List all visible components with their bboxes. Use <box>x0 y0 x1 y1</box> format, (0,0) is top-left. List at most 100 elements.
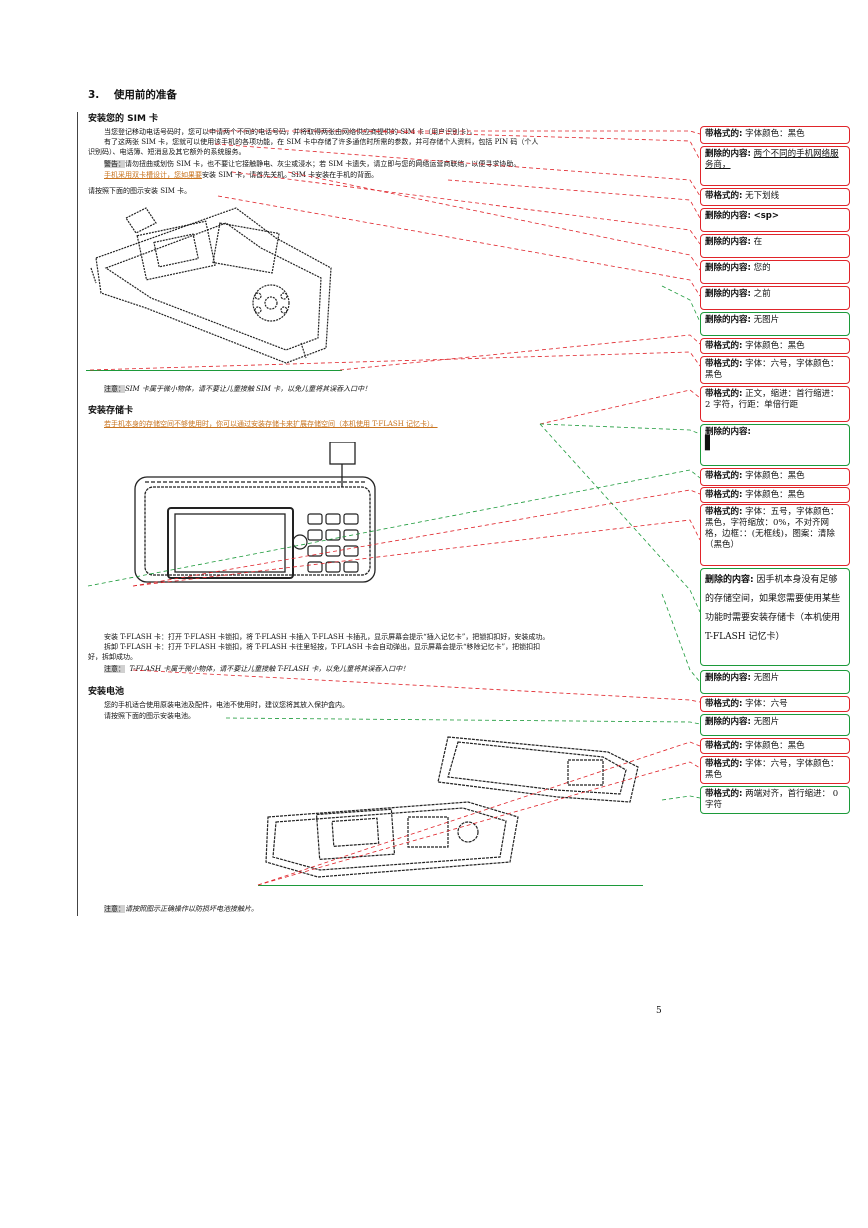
comment-text: 字体颜色：黑色 <box>745 129 805 139</box>
change-bar <box>77 112 78 916</box>
comment-text: 字体：六号 <box>745 699 788 709</box>
comment-balloon[interactable]: 删除的内容: 无图片 <box>700 670 850 694</box>
dual-slot-text: 安装 SIM 卡，请首先关机。SIM 卡安装在手机的背面。 <box>202 171 379 179</box>
comment-balloon[interactable]: 删除的内容: 因手机本身没有足够的存储空间，如果您需要使用某些功能时需要安装存储… <box>700 568 850 666</box>
sim-heading: 安装您的 SIM 卡 <box>88 114 159 124</box>
page-number: 5 <box>656 1006 662 1016</box>
comment-label: 删除的内容: <box>705 211 751 221</box>
comment-text: 无图片 <box>753 315 780 325</box>
comment-label: 删除的内容: <box>705 673 751 683</box>
tflash-install: 安装 T-FLASH 卡：打开 T-FLASH 卡锁扣，将 T-FLASH 卡插… <box>104 632 549 642</box>
comment-text: 无图片 <box>753 717 780 727</box>
comment-balloon[interactable]: 带格式的: 两端对齐，首行缩进： 0 字符 <box>700 786 850 814</box>
note-label: 注意： <box>104 905 125 913</box>
section-title: 使用前的准备 <box>113 89 177 101</box>
comment-balloon[interactable]: 带格式的: 字体：六号，字体颜色：黑色 <box>700 756 850 784</box>
image-underline <box>86 370 342 371</box>
battery-paragraph-2: 请按照下面的图示安装电池。 <box>104 712 195 720</box>
comment-label: 带格式的: <box>705 789 743 799</box>
comment-label: 删除的内容: <box>705 427 751 437</box>
comment-label: 带格式的: <box>705 507 743 517</box>
remove-label: 拆卸 T-FLASH 卡： <box>104 643 169 651</box>
comment-text: 字体颜色：黑色 <box>745 471 805 481</box>
comment-text: 两个不同的手机网络服务商， <box>705 149 839 170</box>
comment-balloon[interactable]: 删除的内容: 之前 <box>700 286 850 310</box>
comment-balloon[interactable]: 带格式的: 字体颜色：黑色 <box>700 468 850 486</box>
battery-paragraph-1: 您的手机适合使用原装电池及配件，电池不使用时，建议您将其放入保护盒内。 <box>104 701 349 709</box>
sim-paragraph-2a: 有了这两张 SIM 卡，您就可以使用该手机的各项功能，在 SIM 卡中存储了许多… <box>104 138 539 146</box>
warning-text: 请勿扭曲或划伤 SIM 卡，也不要让它接触静电、灰尘或浸水；若 SIM 卡遗失，… <box>125 160 521 168</box>
comment-label: 带格式的: <box>705 129 743 139</box>
inserted-text: 若手机本身的存储空间不够使用时，你可以通过安装存储卡来扩展存储空间（本机使用 T… <box>104 420 438 428</box>
comment-label: 删除的内容: <box>705 289 751 299</box>
inserted-text: 手机采用双卡槽设计，您如果要 <box>104 171 202 179</box>
comment-text: <sp> <box>753 211 779 221</box>
comment-label: 带格式的: <box>705 341 743 351</box>
comment-text: 无图片 <box>753 673 780 683</box>
remove-text: 打开 T-FLASH 卡锁扣，将 T-FLASH 卡往里轻按，T-FLASH 卡… <box>168 643 541 651</box>
sim-note: 注意：SIM 卡属于微小物体，请不要让儿童接触 SIM 卡，以免儿童将其误吞入口… <box>104 384 371 394</box>
comment-balloon[interactable]: 带格式的: 字体颜色：黑色 <box>700 338 850 354</box>
comment-balloon[interactable]: 带格式的: 字体：六号，字体颜色：黑色 <box>700 356 850 384</box>
comment-balloon[interactable]: 删除的内容: 在 <box>700 234 850 258</box>
sim-paragraph-1: 当您登记移动电话号码时，您可以申请两个不同的电话号码，并将取得两张由网络供应商提… <box>104 128 477 136</box>
section-heading: 3. 使用前的准备 <box>88 87 177 102</box>
battery-heading: 安装电池 <box>88 687 125 697</box>
comment-balloon[interactable]: 删除的内容: 无图片 <box>700 714 850 736</box>
image-underline <box>258 885 643 886</box>
battery-install-illustration <box>265 736 639 878</box>
comment-balloon[interactable]: 带格式的: 正文，缩进：首行缩进： 2 字符，行距：单倍行距 <box>700 386 850 422</box>
comment-text: 字体颜色：黑色 <box>745 490 805 500</box>
comment-text: 因手机本身没有足够的存储空间，如果您需要使用某些功能时需要安装存储卡（本机使用 … <box>705 575 841 642</box>
sim-instruction: 请按照下面的图示安装 SIM 卡。 <box>88 187 192 195</box>
install-label: 安装 T-FLASH 卡： <box>104 633 169 641</box>
storage-paragraph: 若手机本身的存储空间不够使用时，你可以通过安装存储卡来扩展存储空间（本机使用 T… <box>104 419 438 429</box>
comment-text: 字体：六号，字体颜色：黑色 <box>705 359 839 380</box>
sim-dual-slot: 手机采用双卡槽设计，您如果要安装 SIM 卡，请首先关机。SIM 卡安装在手机的… <box>104 170 378 180</box>
comment-balloon[interactable]: 删除的内容: 无图片 <box>700 312 850 336</box>
note-text: T-FLASH 卡属于微小物体，请不要让儿童接触 T-FLASH 卡，以免儿童将… <box>129 665 410 673</box>
comment-label: 带格式的: <box>705 471 743 481</box>
comment-label: 带格式的: <box>705 699 743 709</box>
comment-label: 带格式的: <box>705 359 743 369</box>
comment-balloon[interactable]: 带格式的: 字体：五号，字体颜色：黑色，字符缩放：0%，不对齐网格，边框：：(无… <box>700 504 850 566</box>
comment-balloon[interactable]: 带格式的: 字体颜色：黑色 <box>700 738 850 754</box>
comment-label: 删除的内容: <box>705 315 751 325</box>
comment-balloon[interactable]: 带格式的: 字体颜色：黑色 <box>700 487 850 503</box>
comment-text: 字体颜色：黑色 <box>745 341 805 351</box>
comment-label: 删除的内容: <box>705 149 751 159</box>
tflash-install-illustration <box>134 442 376 583</box>
tflash-remove-cont: 好，拆卸成功。 <box>88 653 137 661</box>
comment-text: 之前 <box>753 289 771 299</box>
comment-text: 正文，缩进：首行缩进： 2 字符，行距：单倍行距 <box>705 389 839 410</box>
battery-note: 注意：请按照图示正确操作以防损坏电池接触片。 <box>104 904 258 914</box>
comment-balloon[interactable]: 删除的内容: <sp> <box>700 208 850 232</box>
comment-balloon[interactable]: 删除的内容: 两个不同的手机网络服务商， <box>700 146 850 186</box>
note-label: 注意： <box>104 665 125 673</box>
comment-label: 带格式的: <box>705 741 743 751</box>
comment-balloon[interactable]: 删除的内容:▌ <box>700 424 850 466</box>
comment-label: 带格式的: <box>705 191 743 201</box>
section-number: 3. <box>88 89 100 101</box>
comment-balloon[interactable]: 带格式的: 字体颜色：黑色 <box>700 126 850 144</box>
tflash-note: 注意： T-FLASH 卡属于微小物体，请不要让儿童接触 T-FLASH 卡，以… <box>104 664 409 674</box>
warning-label: 警告： <box>104 160 125 168</box>
note-text: SIM 卡属于微小物体，请不要让儿童接触 SIM 卡，以免儿童将其误吞入口中！ <box>125 385 372 393</box>
comment-label: 删除的内容: <box>705 263 751 273</box>
note-text: 请按照图示正确操作以防损坏电池接触片。 <box>125 905 258 913</box>
comment-text: ▌ <box>705 436 715 451</box>
comment-text: 字体颜色：黑色 <box>745 741 805 751</box>
comment-text: 字体：五号，字体颜色：黑色，字符缩放：0%，不对齐网格，边框：：(无框线)，图案… <box>705 507 839 550</box>
comment-text: 无下划线 <box>745 191 780 201</box>
comment-label: 删除的内容: <box>705 237 751 247</box>
comment-balloon[interactable]: 删除的内容: 您的 <box>700 260 850 284</box>
comment-label: 删除的内容: <box>705 717 751 727</box>
note-label: 注意： <box>104 385 125 393</box>
comment-balloon[interactable]: 带格式的: 无下划线 <box>700 188 850 206</box>
sim-install-illustration <box>90 207 332 364</box>
comment-balloon[interactable]: 带格式的: 字体：六号 <box>700 696 850 712</box>
comment-text: 您的 <box>753 263 771 273</box>
comment-label: 带格式的: <box>705 490 743 500</box>
comment-label: 带格式的: <box>705 759 743 769</box>
